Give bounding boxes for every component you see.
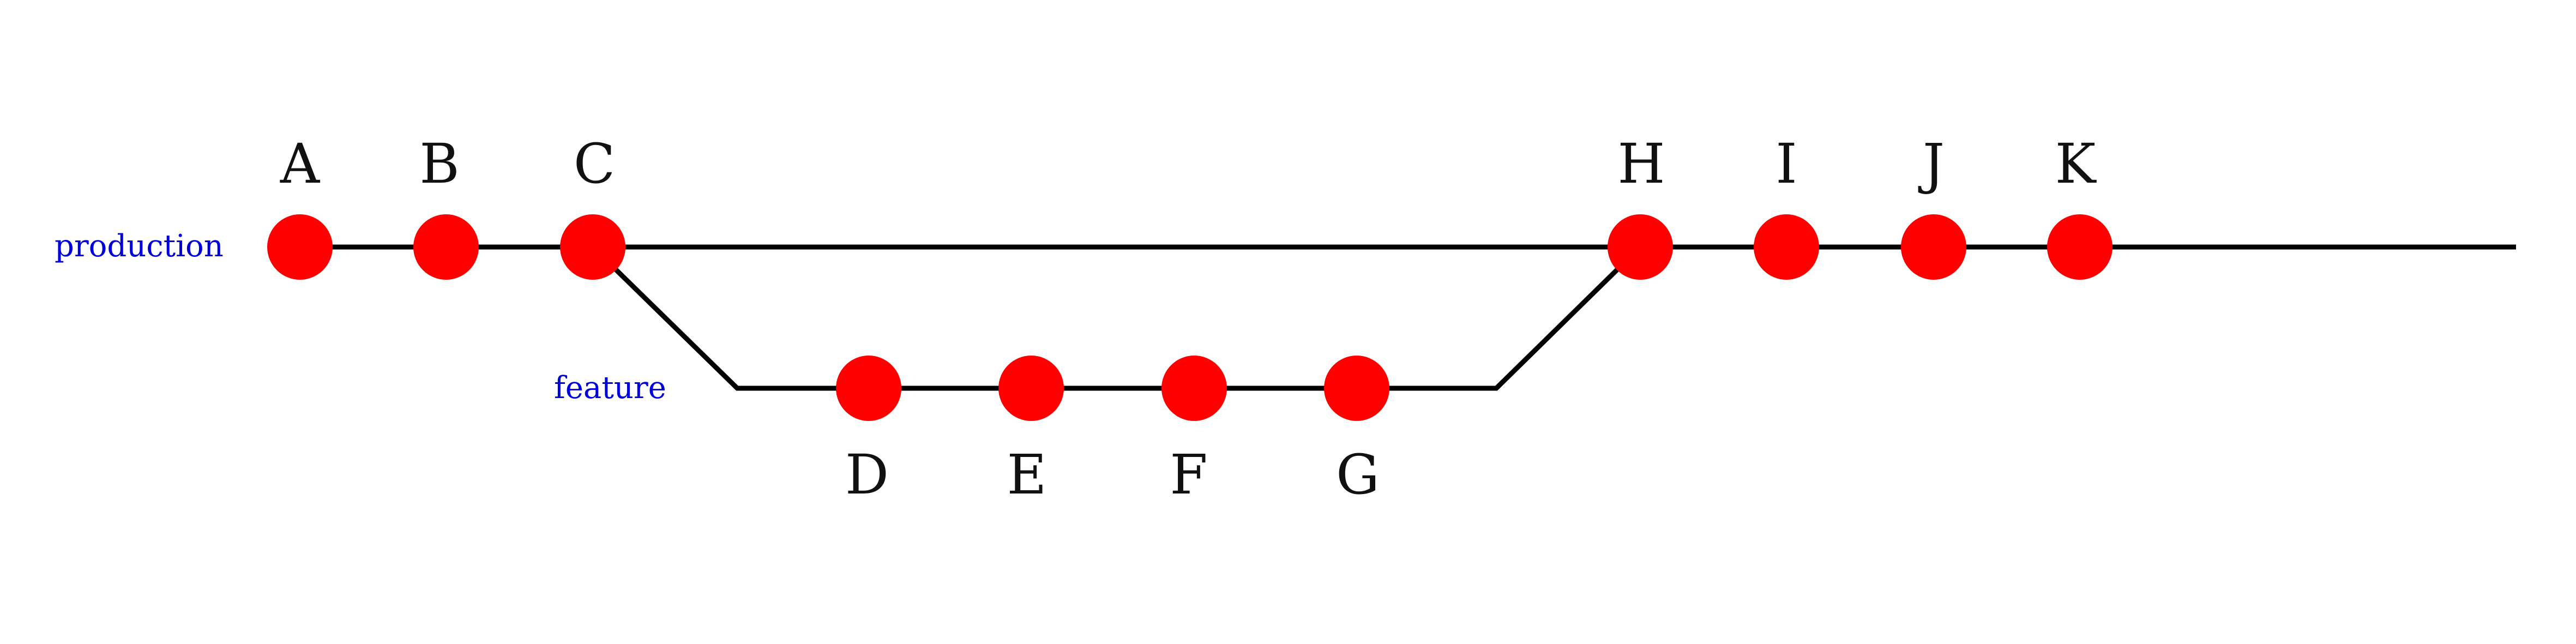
commit-c-node: [560, 214, 625, 280]
commit-k-node: [2047, 214, 2112, 280]
commit-i-node: [1754, 214, 1819, 280]
feature-branch-line: [591, 245, 1642, 391]
production-branch-label: production: [55, 228, 224, 264]
commit-e-label: E: [1007, 443, 1047, 507]
commit-j-node: [1901, 214, 1966, 280]
commit-c-label: C: [574, 132, 616, 196]
commit-i-label: I: [1775, 132, 1797, 196]
commit-h-label: H: [1617, 132, 1665, 196]
commit-g-label: G: [1336, 443, 1380, 507]
feature-branch-label: feature: [554, 370, 666, 406]
commit-a-label: A: [280, 132, 321, 196]
commit-g-node: [1324, 356, 1389, 421]
commit-a-node: [267, 214, 333, 280]
commit-e-node: [998, 356, 1064, 421]
commit-b-node: [413, 214, 479, 280]
commit-k-label: K: [2055, 132, 2097, 196]
commit-f-node: [1161, 356, 1227, 421]
commit-b-label: B: [419, 132, 460, 196]
commit-d-node: [836, 356, 901, 421]
commit-f-label: F: [1170, 443, 1207, 507]
commit-j-label: J: [1918, 132, 1945, 196]
commit-d-label: D: [845, 443, 889, 507]
commit-h-node: [1608, 214, 1673, 280]
